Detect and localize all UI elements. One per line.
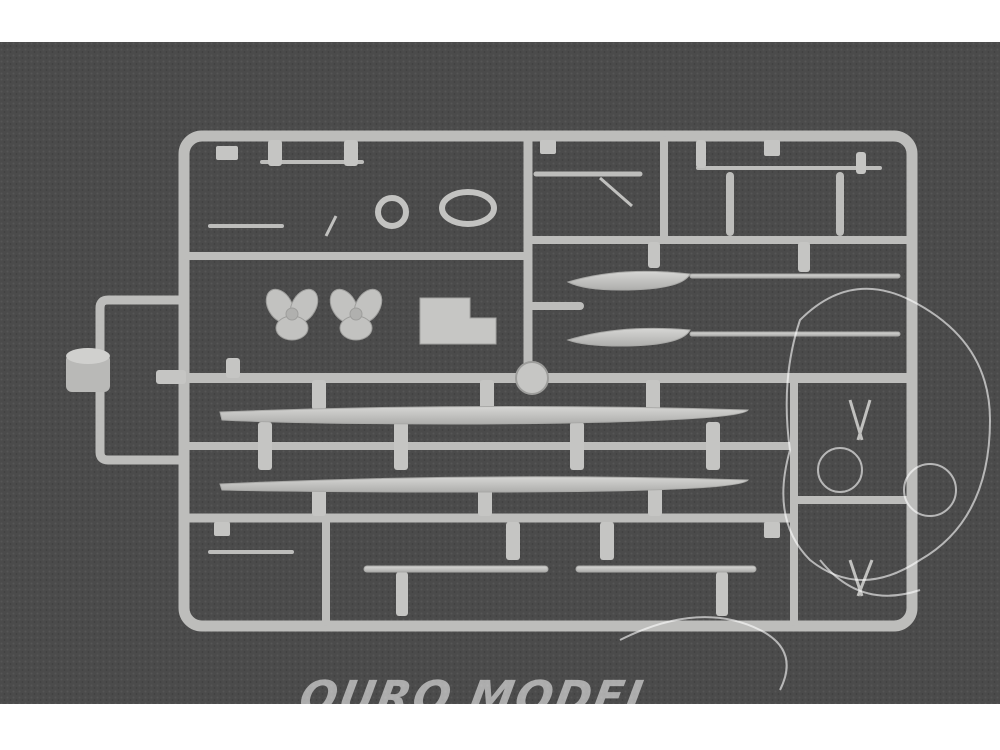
- deck-part: [419, 297, 497, 345]
- cylinder-part: [66, 348, 110, 392]
- watermark-mascot: [619, 287, 992, 691]
- round-sprue-gate: [515, 361, 549, 395]
- ring-part: [375, 195, 409, 229]
- hull-strip-lower: [219, 476, 749, 493]
- hull-strip-upper: [219, 405, 749, 425]
- fin-upper: [566, 270, 691, 291]
- double-ring-part: [439, 189, 497, 227]
- propeller-left: [265, 288, 319, 341]
- fin-lower: [566, 327, 691, 347]
- propeller-right: [329, 288, 383, 341]
- watermark-text: OURO MODEL: [295, 672, 661, 723]
